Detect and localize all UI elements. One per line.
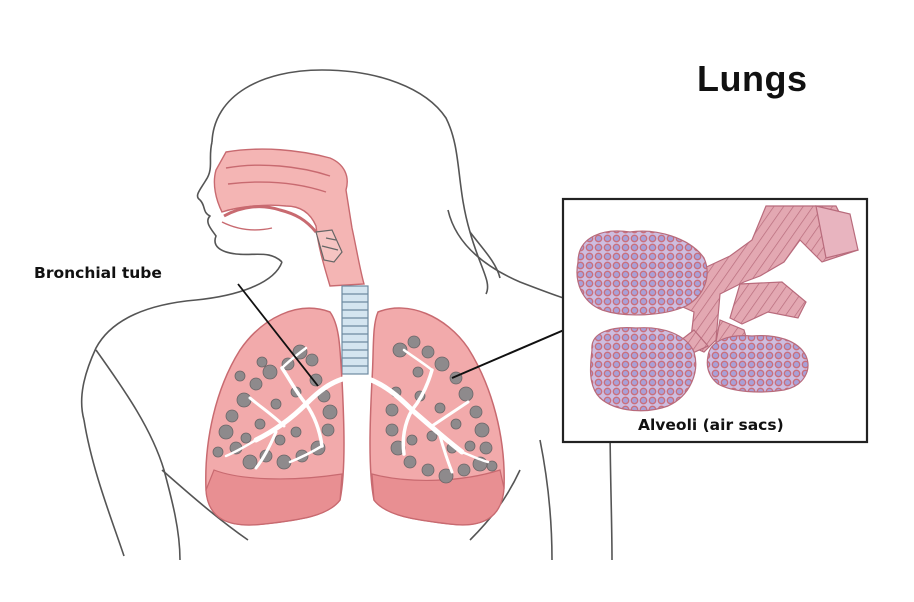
right-lung bbox=[363, 307, 505, 526]
left-lung bbox=[205, 307, 349, 526]
trachea bbox=[341, 285, 369, 375]
diagram-title: Lungs bbox=[697, 58, 808, 99]
alveoli-clusters bbox=[576, 230, 809, 412]
larynx bbox=[315, 229, 343, 263]
bronchial-tube-label: Bronchial tube bbox=[34, 264, 162, 282]
bronchial-leader-line bbox=[237, 283, 319, 387]
alveoli-label: Alveoli (air sacs) bbox=[638, 416, 784, 434]
alveoli-inset bbox=[561, 197, 869, 444]
body-outline bbox=[80, 69, 613, 561]
upper-airway bbox=[213, 148, 365, 287]
